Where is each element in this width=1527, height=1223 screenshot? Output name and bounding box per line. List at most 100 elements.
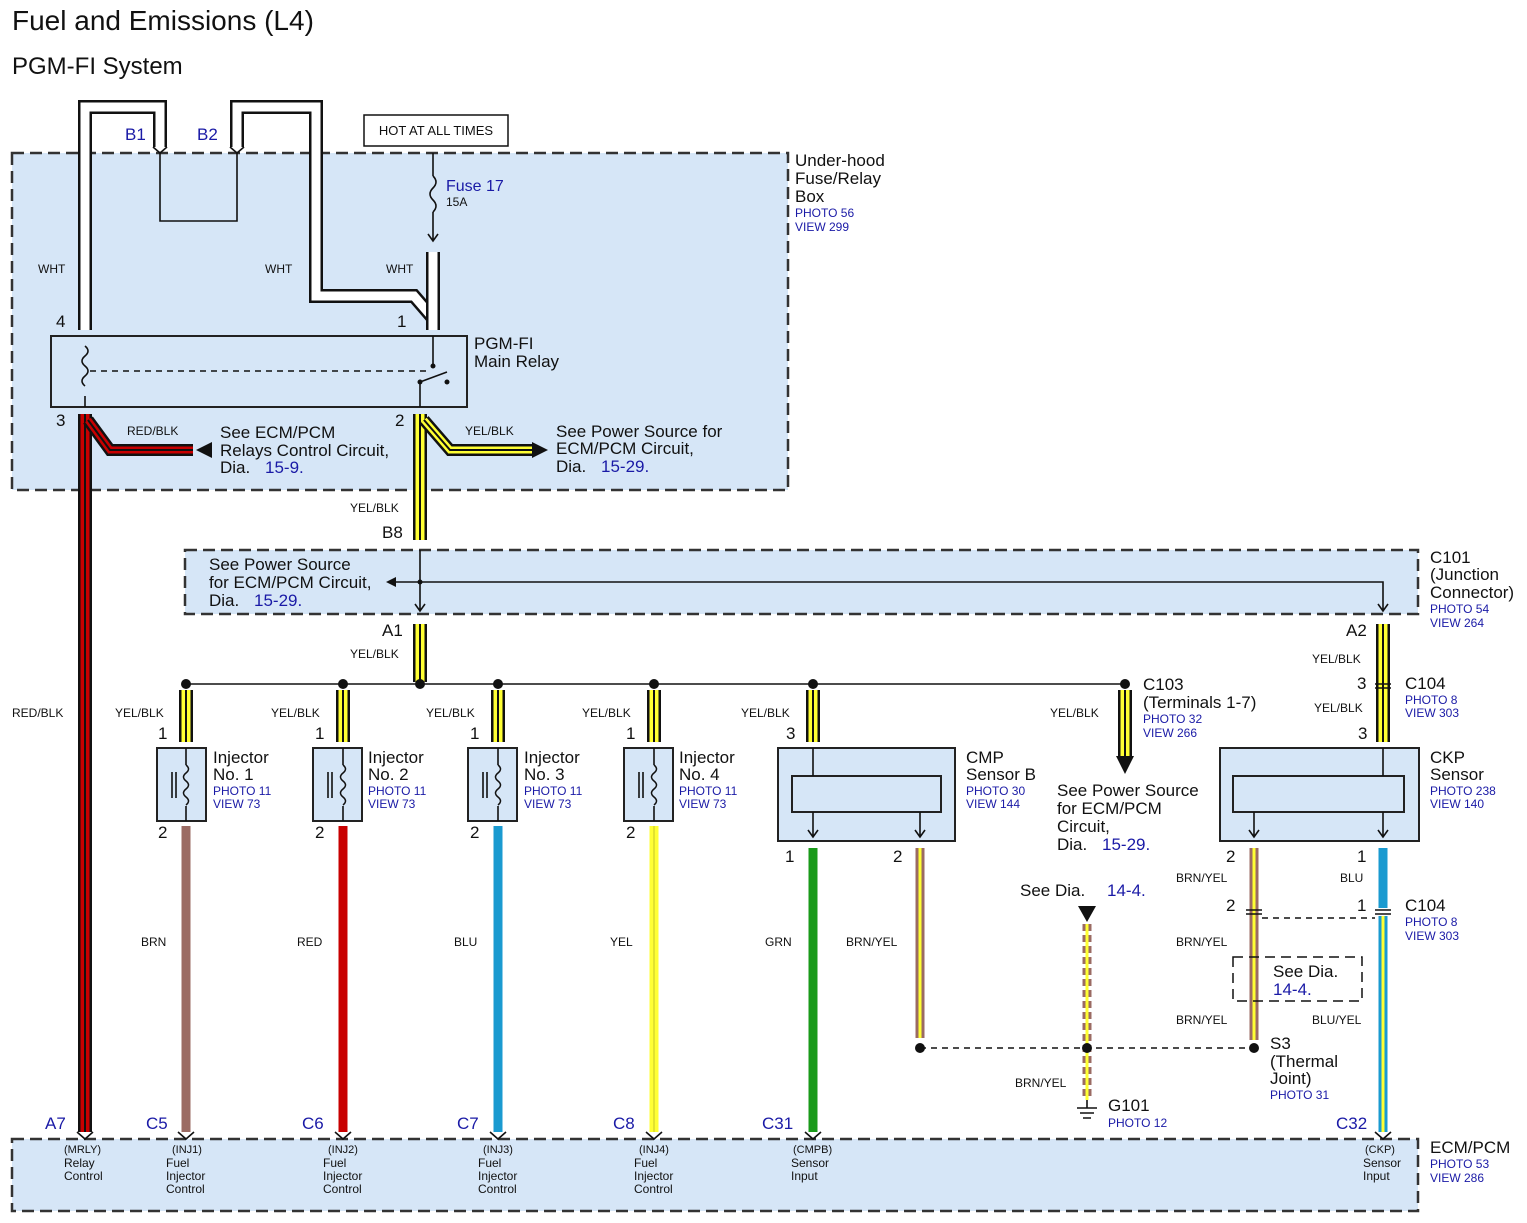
ecm-pin-c32: C32 [1336,1114,1367,1133]
ecm-c7-desc-2: Injector [478,1169,517,1183]
relay-control-arrow [196,442,212,458]
relay-contact-a [430,363,436,369]
wire-label-blu-yel: BLU/YEL [1312,1013,1362,1027]
fuse-box-name-3: Box [795,187,825,206]
wht-wire-left [78,100,167,330]
c104-lower-pin-1: 1 [1357,896,1366,915]
relay-pin-2: 2 [395,411,404,430]
wire-label-blu-ckp: BLU [1340,871,1363,885]
ecm-name: ECM/PCM [1430,1138,1510,1157]
wire-label-yel-blk-inj3: YEL/BLK [426,706,475,720]
wire-label-wht-3: WHT [386,262,414,276]
injector-3-pin-1: 1 [470,724,479,743]
c104-lower-name: C104 [1405,896,1446,915]
ecm-code-inj4: (INJ4) [639,1144,669,1156]
ckp-name-1: CKP [1430,748,1465,767]
wire-label-yel-blk-cmp: YEL/BLK [741,706,790,720]
ecm-a7-desc-2: Control [64,1169,103,1183]
hot-at-all-times-box [363,114,509,147]
ecm-c6-desc-3: Control [323,1182,362,1196]
relay-name-1: PGM-FI [474,334,534,353]
relay-ctrl-ref-2: Relays Control Circuit, [220,441,389,460]
relay-name-2: Main Relay [474,352,560,371]
c103-arrow [1116,756,1134,774]
power-src-ref-1: See Power Source for [556,422,723,441]
c104-upper-marks [1375,683,1391,689]
injector-1 [156,747,207,822]
relay-pin-4: 4 [56,312,65,331]
cmp-sensor-element [791,775,942,813]
yel-blk-wire-main [413,414,532,540]
injector-4-pin-1: 1 [626,724,635,743]
ecm-c5-desc-2: Injector [166,1169,205,1183]
ecm-photo: PHOTO 53 [1430,1157,1489,1171]
wire-label-yel: YEL [610,935,633,949]
ecm-c32-desc-1: Sensor [1363,1156,1401,1170]
c103-view: VIEW 266 [1143,726,1197,740]
shield-splice-cmp [915,1043,925,1053]
injector-3-pin-2: 2 [470,823,479,842]
cmp-view: VIEW 144 [966,797,1020,811]
wire-label-yel-blk-a2: YEL/BLK [1312,652,1361,666]
cmp-internal-leads [807,748,926,839]
injector-3-name-2: No. 3 [524,765,565,784]
wire-label-blu: BLU [454,935,477,949]
terminal-b1: B1 [125,125,146,144]
ckp-photo: PHOTO 238 [1430,784,1496,798]
ecm-c8-desc-1: Fuel [634,1156,657,1170]
ckp-sensor-element [1232,775,1405,813]
ckp-name-2: Sensor [1430,765,1484,784]
terminal-a2: A2 [1346,621,1367,640]
ecm-c7-desc-1: Fuel [478,1156,501,1170]
wire-label-red: RED [297,935,323,949]
injector-2-name-1: Injector [368,748,424,767]
s3-desc-2: Joint) [1270,1069,1312,1088]
dia-14-ref-b-num: 14-4. [1273,980,1312,999]
c104-upper-pin-3: 3 [1357,674,1366,693]
ecm-pin-c7: C7 [457,1114,479,1133]
wire-label-yel-blk-1: YEL/BLK [465,424,514,438]
ecm-code-inj2: (INJ2) [328,1144,358,1156]
dia-14-ref-b: See Dia. [1273,962,1338,981]
wire-label-yel-blk-inj2: YEL/BLK [271,706,320,720]
splice-dots [181,679,1130,689]
ecm-code-mrly: (MRLY) [64,1144,101,1156]
shield-ref-arrow [1078,906,1096,922]
c101-ref-arrow [386,577,396,587]
dia-14-ref-box [1232,956,1363,1002]
injector-1-name-2: No. 1 [213,765,254,784]
injector-2-view: VIEW 73 [368,797,416,811]
ecm-c5-desc-1: Fuel [166,1156,189,1170]
ecm-terminal-marks [76,1131,1392,1141]
page-subtitle: PGM-FI System [12,53,183,80]
injector-3-view: VIEW 73 [524,797,572,811]
wire-label-wht-1: WHT [38,262,66,276]
wire-label-yel-blk-ckp: YEL/BLK [1314,701,1363,715]
ecm-c6-desc-2: Injector [323,1169,362,1183]
injector-2-pin-2: 2 [315,823,324,842]
wire-label-red-blk-1: RED/BLK [127,424,178,438]
ecm-view: VIEW 286 [1430,1171,1484,1185]
relay-ctrl-ref-1: See ECM/PCM [220,423,335,442]
ckp-internal-leads [1248,748,1389,839]
c104-upper-name: C104 [1405,674,1446,693]
power-src-ref-2: ECM/PCM Circuit, [556,439,694,458]
c101-ref-1: See Power Source [209,555,351,574]
injector-3-photo: PHOTO 11 [524,784,583,798]
dia-14-ref-a: See Dia. [1020,881,1085,900]
ecm-c32-desc-2: Input [1363,1169,1390,1183]
ecm-c31-desc-1: Sensor [791,1156,829,1170]
c101-photo: PHOTO 54 [1430,602,1489,616]
ground-name: G101 [1108,1096,1150,1115]
wire-label-brn-yel-cmp: BRN/YEL [846,935,898,949]
c101-internal-bus [388,581,1389,613]
power-src-ref-dia: Dia. [556,457,586,476]
relay-contact-c [444,379,450,385]
injector-3 [467,747,518,822]
b1-b2-jumper [159,152,238,222]
injector-2 [312,747,363,822]
terminal-b2: B2 [197,125,218,144]
injector-1-view: VIEW 73 [213,797,261,811]
wire-label-grn: GRN [765,935,792,949]
c103-ref-3: Circuit, [1057,817,1110,836]
